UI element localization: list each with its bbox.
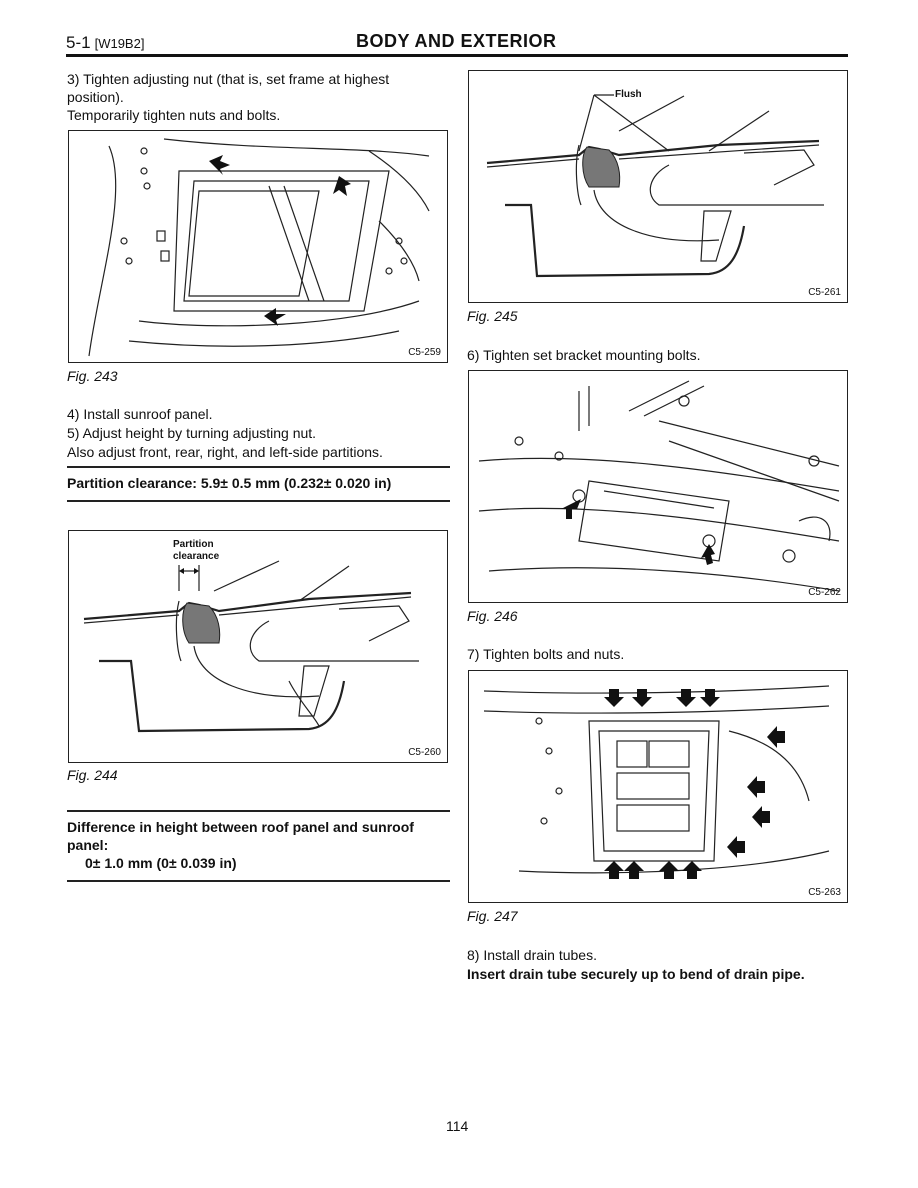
arrow-icon [209,155,230,175]
arrow-icon [676,689,696,707]
step-5-note: Also adjust front, rear, right, and left… [67,444,383,460]
height-difference-spec-line-1: Difference in height between roof panel … [67,819,414,835]
figure-code: C5-263 [808,887,841,898]
step-3-line-3: Temporarily tighten nuts and bolts. [67,107,281,123]
figure-code: C5-260 [408,747,441,758]
arrow-icon [767,726,785,748]
arrow-icon [752,806,770,828]
figure-246-caption: Fig. 246 [467,608,518,624]
header-rule [66,54,848,57]
figure-code: C5-262 [808,587,841,598]
label-line-2: clearance [173,551,220,562]
page-title: BODY AND EXTERIOR [356,31,557,51]
step-8: 8) Install drain tubes. [467,947,597,963]
arrow-icon [264,308,286,326]
flush-fit-illustration [486,94,824,278]
flush-label: Flush [615,89,642,100]
arrow-icon [561,499,581,519]
step-5: 5) Adjust height by turning adjusting nu… [67,425,317,441]
figure-243-caption: Fig. 243 [67,368,118,384]
figure-245-caption: Fig. 245 [467,308,518,324]
figure-245: Flush C5-261 [468,70,848,303]
arrow-icon [624,861,644,879]
spec2-rule-bottom [67,880,450,882]
spec-rule-top [67,466,450,468]
figure-code: C5-259 [408,347,441,358]
figure-244: Partition clearance C5-260 [68,530,448,763]
arrow-icon [700,689,720,707]
figure-244-caption: Fig. 244 [67,767,118,783]
step-4: 4) Install sunroof panel. [67,406,213,422]
spec-rule-bottom [67,500,450,502]
label-line-1: Partition [173,539,214,550]
figure-246: C5-262 [468,370,848,603]
figure-247-caption: Fig. 247 [467,908,518,924]
partition-clearance-spec: Partition clearance: 5.9± 0.5 mm (0.232±… [67,475,392,491]
arrow-icon [747,776,765,798]
section-id: 5-1 [66,33,91,52]
bolts-and-nuts-illustration [483,685,830,879]
spec2-rule-top [67,810,450,812]
arrow-icon [604,861,624,879]
step-3-line-2: position). [67,89,124,105]
step-6: 6) Tighten set bracket mounting bolts. [467,347,701,363]
step-3-line-1: 3) Tighten adjusting nut (that is, set f… [67,71,390,87]
arrow-icon [333,176,351,196]
arrow-icon [659,861,679,879]
arrow-icon [701,544,715,565]
height-difference-spec-line-2: panel: [67,837,109,853]
arrow-icon [727,836,745,858]
sunroof-frame-illustration [88,138,430,357]
weatherstrip-seal [582,146,621,188]
set-bracket-illustration [478,380,840,592]
weatherstrip-seal [182,602,221,644]
arrow-icon [604,689,624,707]
partition-clearance-label: Partition clearance [173,539,219,563]
partition-clearance-illustration [83,560,419,733]
figure-243: C5-259 [68,130,448,363]
page-number: 114 [446,1118,469,1134]
figure-code: C5-261 [808,287,841,298]
section-code: [W19B2] [94,36,145,51]
arrow-icon [632,689,652,707]
height-difference-spec-value: 0± 1.0 mm (0± 0.039 in) [85,855,237,871]
figure-247: C5-263 [468,670,848,903]
section-number: 5-1[W19B2] [66,33,144,53]
step-7: 7) Tighten bolts and nuts. [467,646,625,662]
arrow-icon [682,861,702,879]
step-8-note: Insert drain tube securely up to bend of… [467,966,805,982]
